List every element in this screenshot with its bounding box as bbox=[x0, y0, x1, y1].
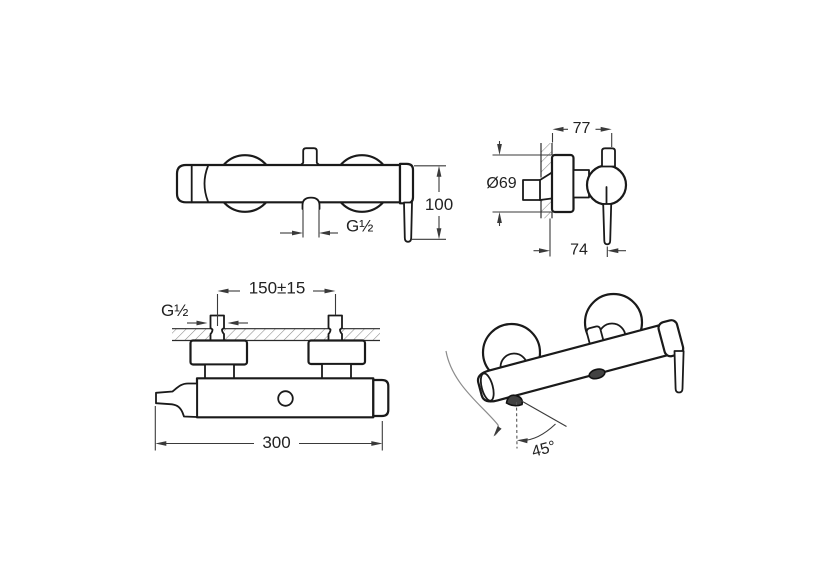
top-spacing-label: 150±15 bbox=[249, 279, 306, 298]
side-depth2-arrow-right bbox=[607, 248, 619, 254]
front-height-label: 100 bbox=[425, 195, 453, 214]
side-outlet-wedge-bottom bbox=[539, 197, 553, 201]
side-wall-hatch-lower bbox=[541, 200, 552, 219]
front-thread-label: G½ bbox=[346, 217, 373, 236]
top-spacing-arrow-right bbox=[324, 288, 336, 294]
front-end-cap bbox=[398, 162, 415, 205]
side-escutcheon bbox=[550, 153, 575, 214]
top-width-arrow-right bbox=[371, 441, 383, 446]
top-left-inlet-mask bbox=[210, 315, 224, 341]
perspective-angle-arrow bbox=[516, 438, 528, 444]
perspective-angle-line bbox=[518, 399, 567, 427]
top-spacing-arrow-left bbox=[217, 288, 229, 294]
top-left-neck bbox=[204, 363, 235, 380]
front-diverter-knob bbox=[299, 147, 321, 166]
top-right-inlet bbox=[327, 314, 343, 342]
side-outlet-block bbox=[522, 179, 541, 201]
front-thread-arrow-right bbox=[319, 230, 330, 236]
side-handle-lever bbox=[602, 203, 613, 246]
side-depth-arrow-left bbox=[552, 126, 564, 132]
top-thread-arrow-right bbox=[227, 320, 239, 326]
top-right-inlet-mask bbox=[328, 315, 342, 341]
side-depth-label: 77 bbox=[573, 120, 591, 137]
perspective-angle-label: 45° bbox=[530, 438, 558, 461]
side-outlet-wedge-top bbox=[539, 171, 553, 181]
front-view: G½ 100 bbox=[175, 147, 453, 243]
top-right-escutcheon bbox=[307, 339, 367, 366]
top-end-cap bbox=[372, 378, 390, 418]
perspective-angle-ref-line bbox=[515, 401, 518, 449]
perspective-left-end-face bbox=[479, 372, 495, 402]
front-handle-lever bbox=[403, 201, 413, 243]
side-diameter-label: Ø69 bbox=[486, 175, 516, 192]
top-thread-label: G½ bbox=[161, 301, 188, 320]
top-right-neck bbox=[321, 363, 352, 380]
perspective-view: 45° bbox=[445, 292, 685, 461]
front-height-arrow-up bbox=[436, 165, 442, 177]
perspective-body-group bbox=[476, 319, 685, 403]
perspective-spout-opening bbox=[505, 394, 524, 407]
side-diameter-arrow-top bbox=[497, 144, 502, 155]
top-wall-hatch bbox=[172, 329, 380, 341]
top-left-escutcheon bbox=[189, 339, 249, 366]
top-thread-arrow-left bbox=[196, 320, 208, 326]
side-depth2-arrow-left bbox=[539, 248, 550, 254]
front-outlet-dome bbox=[301, 196, 321, 210]
front-mixer-body bbox=[175, 163, 402, 204]
perspective-swivel-arrow bbox=[493, 426, 502, 437]
perspective-handle-lever bbox=[673, 350, 685, 394]
side-view: 77 Ø69 74 bbox=[486, 120, 628, 259]
front-spout-curve bbox=[203, 165, 209, 203]
front-thread-arrow-left bbox=[292, 230, 303, 236]
side-diverter-knob bbox=[601, 147, 616, 168]
top-width-arrow-left bbox=[155, 441, 167, 446]
side-depth-arrow-right bbox=[600, 126, 612, 132]
front-height-arrow-down bbox=[436, 228, 442, 240]
side-diameter-arrow-bottom bbox=[497, 212, 502, 223]
side-wall-hatch-upper bbox=[541, 143, 552, 178]
side-depth2-label: 74 bbox=[570, 242, 588, 259]
top-spout bbox=[155, 382, 198, 418]
top-center-screw bbox=[277, 390, 294, 407]
perspective-bottom-outlet bbox=[588, 368, 606, 380]
top-width-label: 300 bbox=[262, 433, 290, 452]
top-view: 150±15 G½ 300 bbox=[154, 279, 390, 452]
